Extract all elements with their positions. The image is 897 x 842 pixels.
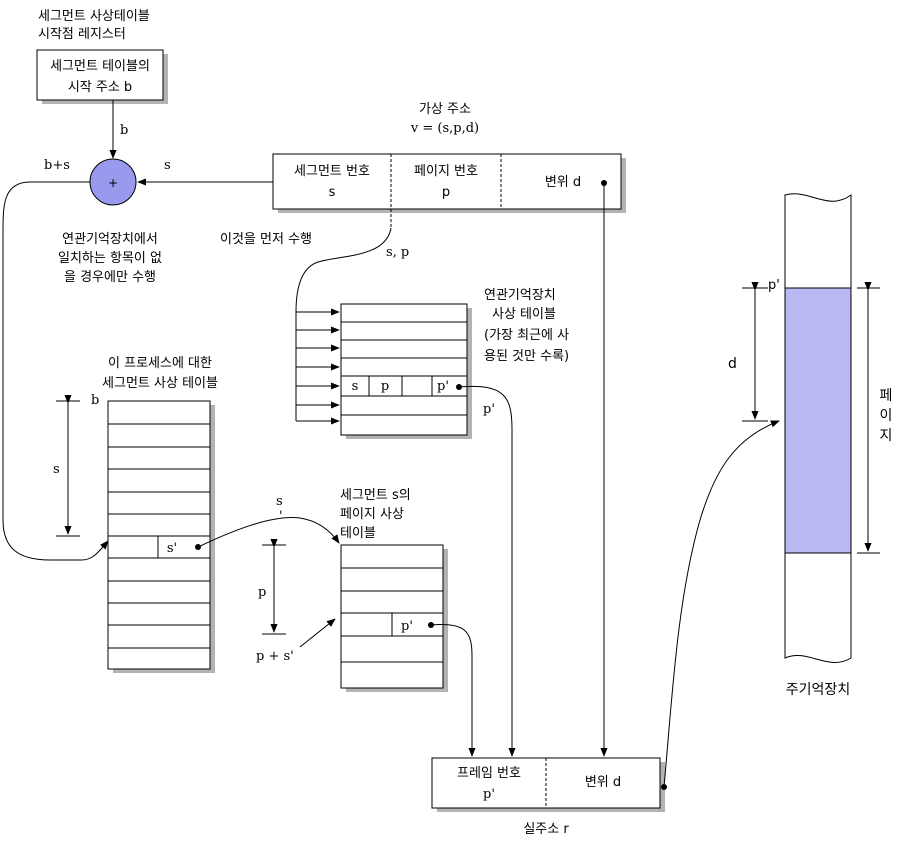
segment-table bbox=[107, 400, 211, 670]
memory-page-char2: 이 bbox=[880, 408, 893, 424]
virtual-segment-label: 세그먼트 번호 bbox=[294, 164, 370, 179]
real-offset-label: 변위 d bbox=[585, 775, 621, 790]
register-box bbox=[36, 49, 164, 101]
associative-cell-pprime: p' bbox=[437, 379, 449, 394]
memory-page-char3: 지 bbox=[880, 428, 893, 444]
register-caption-line1: 세그먼트 사상테이블 bbox=[38, 9, 150, 24]
fallback-note-line2: 일치하는 항목이 없 bbox=[58, 251, 162, 266]
virtual-address-caption-line1: 가상 주소 bbox=[419, 102, 471, 117]
adder-label-bs: b+s bbox=[44, 158, 70, 173]
page-table-caption-line1: 세그먼트 s의 bbox=[340, 488, 411, 503]
segment-table-caption-line1: 이 프로세스에 대한 bbox=[108, 356, 212, 371]
associative-caption-line3: (가장 최근에 사 bbox=[484, 328, 569, 343]
adder-label-b: b bbox=[120, 123, 128, 138]
associative-table bbox=[340, 303, 468, 436]
memory-label-d: d bbox=[728, 356, 737, 372]
segment-table-caption-line2: 세그먼트 사상 테이블 bbox=[102, 376, 218, 391]
segment-span-label-s: s bbox=[53, 462, 60, 477]
segment-table-label-b: b bbox=[91, 393, 99, 408]
virtual-page-label: 페이지 번호 bbox=[414, 164, 478, 179]
page-table-label-s: s bbox=[276, 494, 283, 509]
main-memory-page bbox=[784, 287, 852, 554]
page-table-label-comma: ' bbox=[279, 509, 283, 524]
page-table-entry: p' bbox=[401, 619, 413, 634]
associative-cell-s: s bbox=[352, 379, 359, 394]
register-box-line2: 시작 주소 b bbox=[68, 80, 132, 95]
associative-caption-line4: 용된 것만 수록) bbox=[484, 349, 569, 364]
memory-page-char1: 페 bbox=[880, 388, 893, 404]
associative-cell-p: p bbox=[381, 379, 389, 394]
adder-plus-symbol: + bbox=[108, 176, 118, 190]
memory-label-pprime: p' bbox=[768, 278, 780, 293]
real-address-caption: 실주소 r bbox=[523, 822, 569, 837]
associative-input-arrows bbox=[296, 308, 340, 425]
virtual-page-value: p bbox=[442, 185, 450, 200]
virtual-segment-value: s bbox=[329, 185, 336, 200]
fallback-note-line3: 을 경우에만 수행 bbox=[64, 269, 156, 285]
sp-label: s, p bbox=[386, 245, 409, 260]
page-span-label-p: p bbox=[258, 585, 266, 600]
associative-caption-line2: 사상 테이블 bbox=[492, 307, 556, 322]
page-table-caption-line3: 테이블 bbox=[340, 526, 376, 541]
register-caption-line2: 시작점 레지스터 bbox=[38, 27, 126, 42]
associative-out-label: p' bbox=[483, 402, 495, 417]
real-frame-label: 프레임 번호 bbox=[457, 766, 521, 781]
adder-label-s: s bbox=[164, 158, 171, 173]
segment-table-entry: s' bbox=[167, 541, 177, 556]
associative-caption-line1: 연관기억장치 bbox=[484, 288, 556, 303]
page-table-caption-line2: 페이지 사상 bbox=[340, 507, 404, 522]
virtual-address-caption-line2: v = (s,p,d) bbox=[410, 121, 479, 136]
first-note: 이것을 먼저 수행 bbox=[220, 231, 312, 247]
virtual-offset-label: 변위 d bbox=[545, 175, 581, 190]
real-frame-value: p' bbox=[483, 787, 495, 802]
fallback-note-line1: 연관기억장치에서 bbox=[62, 232, 158, 247]
main-memory-caption: 주기억장치 bbox=[786, 682, 850, 698]
page-span-label-pps: p + s' bbox=[256, 649, 294, 664]
register-box-line1: 세그먼트 테이블의 bbox=[50, 59, 150, 74]
